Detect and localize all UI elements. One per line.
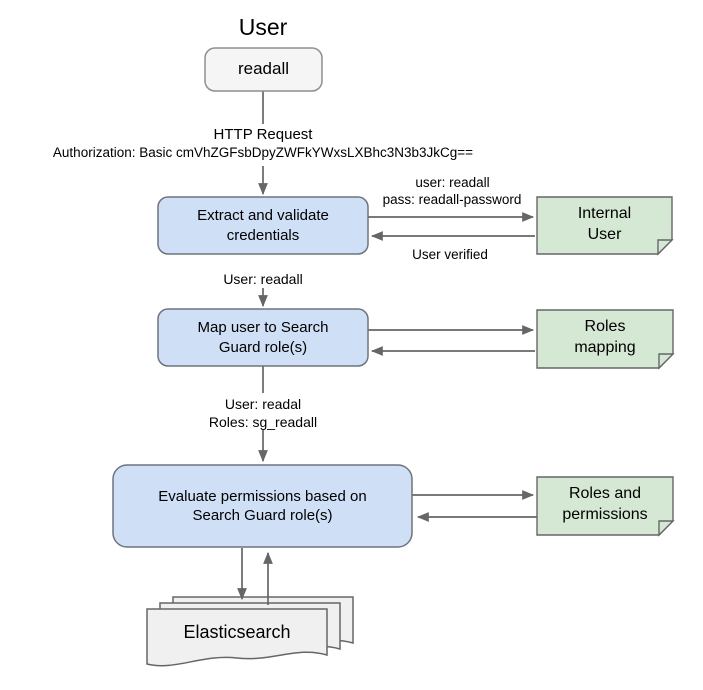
map-roles-shape xyxy=(157,308,369,367)
elasticsearch-doc-stack xyxy=(146,596,354,667)
evaluate-permissions-line2: Search Guard role(s) xyxy=(192,507,333,524)
evaluate-permissions-line1: Evaluate permissions based on xyxy=(158,487,367,505)
roles-permissions-line2: permissions xyxy=(562,506,648,523)
roles-mapping-note: Roles mapping xyxy=(537,310,673,366)
roles-permissions-note-shape xyxy=(536,476,675,537)
credentials-out-label-line1: user: readall xyxy=(415,175,490,190)
after-extract-label: User: readall xyxy=(223,271,303,287)
evaluate-permissions-shape xyxy=(112,464,413,548)
roles-permissions-line1: Roles and xyxy=(568,485,642,503)
extract-credentials-line2: credentials xyxy=(226,226,300,244)
note-fold-icon xyxy=(657,239,674,256)
evaluate-permissions-node: Evaluate permissions based on Search Gua… xyxy=(113,465,412,547)
after-map-label-line1: User: readal xyxy=(224,396,302,412)
extract-credentials-node: Extract and validate credentials xyxy=(158,197,368,254)
roles-mapping-line2: mapping xyxy=(574,339,636,356)
note-fold-icon xyxy=(658,353,675,370)
user-node-shape xyxy=(204,47,323,92)
map-roles-line1: Map user to Search xyxy=(197,319,329,337)
internal-user-line1: Internal xyxy=(577,204,632,222)
document-shape-front xyxy=(146,608,328,667)
elasticsearch-node: Elasticsearch xyxy=(147,609,327,657)
extract-credentials-shape xyxy=(157,196,369,255)
diagram-title: User xyxy=(238,14,288,40)
user-node: readall xyxy=(205,48,322,91)
after-map-label-line2: Roles: sg_readall xyxy=(208,414,318,430)
internal-user-note: Internal User xyxy=(537,197,672,252)
internal-user-line2: User xyxy=(587,225,622,243)
internal-user-note-shape xyxy=(536,196,674,256)
map-roles-node: Map user to Search Guard role(s) xyxy=(158,309,368,366)
authorization-header-label: Authorization: Basic cmVhZGFsbDpyZWFkYWx… xyxy=(52,145,474,160)
elasticsearch-label: Elasticsearch xyxy=(183,622,291,643)
roles-mapping-note-shape xyxy=(536,309,675,370)
user-node-label: readall xyxy=(237,59,290,79)
note-fold-icon xyxy=(658,520,675,537)
extract-credentials-line1: Extract and validate xyxy=(197,207,329,225)
http-request-label: HTTP Request xyxy=(213,126,313,143)
map-roles-line2: Guard role(s) xyxy=(218,338,308,356)
credentials-out-label-line2: pass: readall-password xyxy=(382,192,522,207)
roles-mapping-line1: Roles xyxy=(584,318,626,336)
user-verified-label: User verified xyxy=(412,247,488,262)
roles-permissions-note: Roles and permissions xyxy=(537,477,673,533)
